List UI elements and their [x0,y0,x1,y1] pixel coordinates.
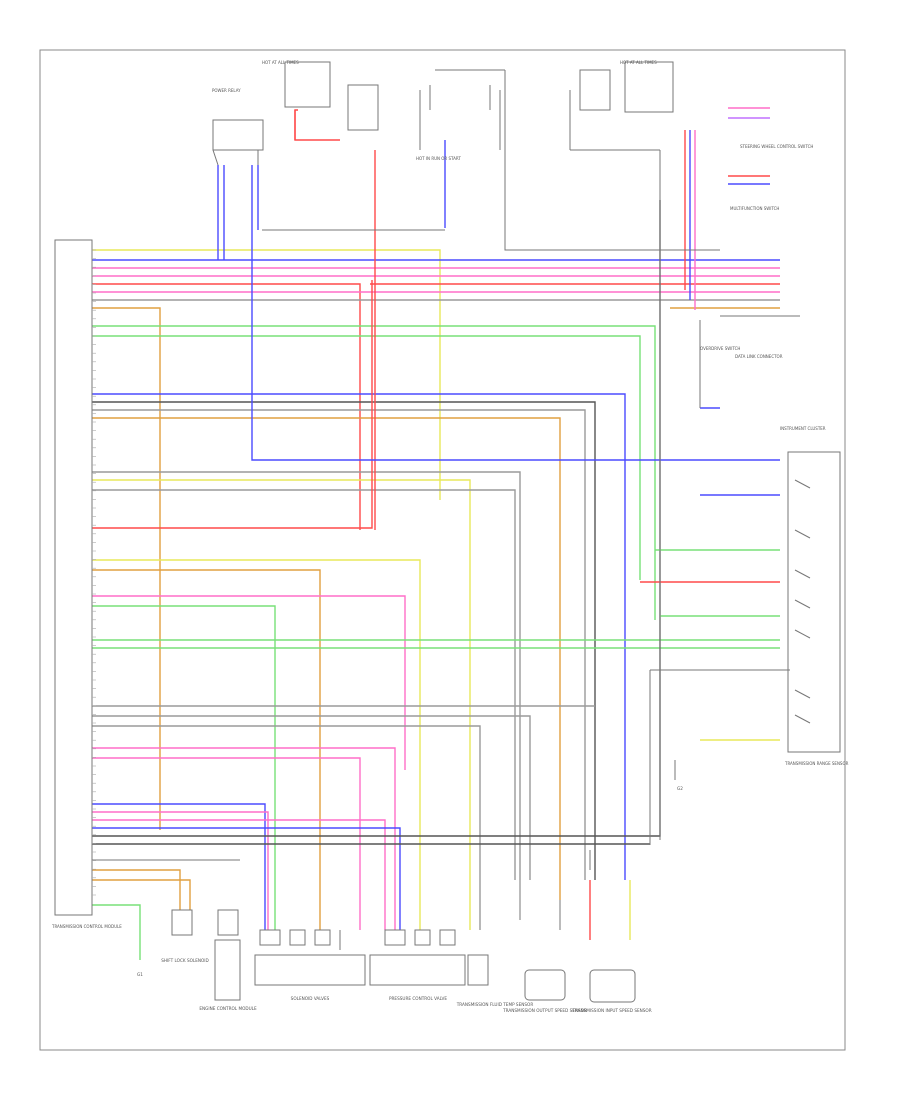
input-speed-box [589,969,636,1003]
wire-gray-2 [92,409,586,880]
pressure-box [369,954,466,986]
tcm-box [54,239,93,916]
wire-black-2 [92,200,661,837]
line-2 [504,70,720,251]
wire-blue-harness-3 [251,165,780,461]
range-sensor-label: TRANSMISSION RANGE SENSOR [784,761,849,766]
wire-yellow-2 [92,479,471,930]
wire-pink-5 [92,747,396,930]
wire-blue-2 [92,393,626,880]
wire-blue-3 [92,803,266,930]
wire-yellow-1 [92,249,441,500]
solenoid-label: SOLENOID VALVES [291,996,330,1001]
fuse-right-box [579,69,611,111]
pressure-label: PRESSURE CONTROL VALVE [389,996,447,1001]
wire-orange-b2 [92,879,191,910]
shift-lock-label: SHIFT LOCK SOLENOID [161,958,209,963]
wire-layer [92,107,780,960]
instrument-cluster-box [787,451,841,753]
output-speed-label: TRANSMISSION OUTPUT SPEED SENSOR [502,1008,587,1013]
wire-orange-1 [92,307,161,830]
ground-left-label: G1 [137,972,143,977]
wire-gray-7 [92,725,481,930]
fuse-panel-right-label: HOT AT ALL TIMES [620,60,657,65]
ground-mid-label: G2 [677,786,683,791]
dlc-label: DATA LINK CONNECTOR [735,354,783,359]
fuse-mid-lines [419,85,501,150]
wire-yellow-3 [92,559,421,930]
tcm-label: TRANSMISSION CONTROL MODULE [51,924,122,929]
temp-sensor-box [467,954,489,986]
solenoid-box [254,954,366,986]
bottom-connectors [171,909,456,946]
ecm-box [214,939,241,1001]
diagram-frame [39,49,846,1051]
wire-pink-6 [92,757,361,930]
wire-pink-4 [92,595,406,770]
wire-red-top-2 [294,110,340,141]
wire-blue-4 [92,827,401,930]
power-relay-legs [212,149,259,166]
wire-black-1 [92,401,596,880]
multifunction-label: MULTIFUNCTION SWITCH [730,206,779,211]
wire-orange-b1 [92,869,181,910]
wire-green-b [92,904,141,935]
wire-green-2 [92,335,641,580]
output-speed-box [524,969,566,1001]
wire-orange-4 [92,569,321,930]
wire-green-1 [92,325,656,620]
wire-gray-4 [92,489,516,880]
instrument-cluster-label: INSTRUMENT CLUSTER [780,426,826,431]
overdrive-switch-label: OVERDRIVE SWITCH [700,346,740,351]
wire-gray-3 [92,471,521,880]
ecm-label: ENGINE CONTROL MODULE [199,1006,257,1011]
fuse-panel-mid-label: HOT IN RUN OR START [416,156,461,161]
wire-pink-8 [92,819,386,930]
cluster-switches [794,479,811,724]
wire-gray-6 [92,715,531,880]
relay-mid-box [347,84,379,131]
temp-sensor-label: TRANSMISSION FLUID TEMP SENSOR [456,1002,534,1007]
wire-red-1 [92,283,361,530]
fuse-panel-right-box [624,61,674,113]
wire-green-3 [92,605,276,930]
fuse-panel-left-label: HOT AT ALL TIMES [262,60,299,65]
wire-orange-3 [92,417,561,900]
wire-pink-7 [92,811,269,930]
power-relay-label: POWER RELAY [212,88,241,93]
structure-lines [92,69,800,950]
tcm-pin-labels [92,249,96,896]
fuse-panel-left-box [284,61,331,108]
steering-switch-label: STEERING WHEEL CONTROL SWITCH [740,144,813,149]
power-relay-box [212,119,264,151]
input-speed-label: TRANSMISSION INPUT SPEED SENSOR [571,1008,651,1013]
wire-red-3 [92,280,373,529]
